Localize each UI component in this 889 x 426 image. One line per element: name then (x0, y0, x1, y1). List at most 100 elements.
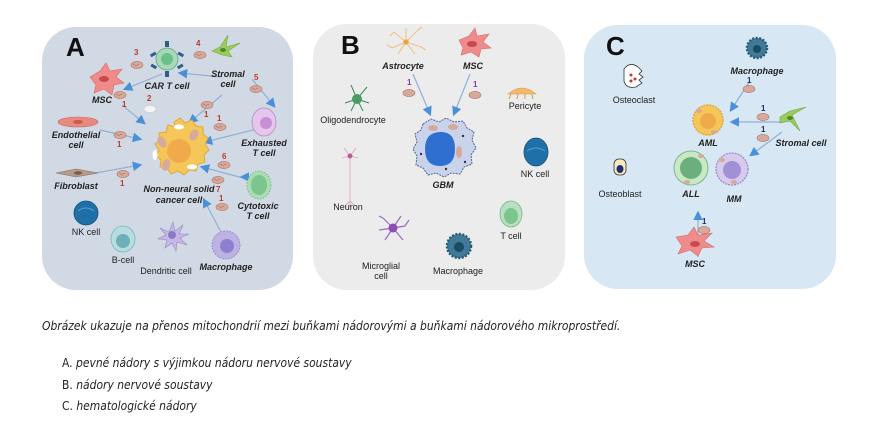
label-macrophage: Macrophage (433, 266, 483, 276)
label-stromal-line1: Stromal (211, 69, 245, 79)
gbm-cell-icon (412, 117, 477, 178)
label-osteoblast: Osteoblast (598, 189, 642, 199)
label-fibroblast: Fibroblast (54, 181, 99, 191)
label-astrocyte: Astrocyte (381, 61, 424, 71)
figure-caption: Obrázek ukazuje na přenos mitochondrií m… (42, 318, 621, 333)
legend-text: hematologické nádory (76, 398, 197, 413)
cancer-cell-icon (152, 117, 210, 176)
microglial-cell-icon (378, 215, 410, 241)
label-osteoclast: Osteoclast (613, 95, 656, 105)
mitochondria-markers: 3 4 5 2 1 1 1 1 1 6 7 1 (113, 39, 263, 211)
cytotoxic-t-cell-icon (246, 170, 272, 200)
legend-item-c: C. hematologické nádory (62, 395, 352, 417)
macrophage-icon (445, 232, 473, 260)
label-msc: MSC (463, 61, 484, 71)
panel-label: B (341, 30, 360, 60)
label-microglial-line2: cell (374, 271, 388, 281)
aml-cell-icon (692, 104, 724, 136)
label-dendritic-cell: Dendritic cell (140, 266, 192, 276)
label-exhausted-line2: T cell (252, 148, 276, 158)
endothelial-cell-icon (57, 116, 99, 128)
panel-label: C (606, 31, 625, 61)
stromal-cell-icon (211, 34, 241, 58)
label-msc: MSC (92, 95, 113, 105)
panel-a-solid-tumors: A 3 4 5 2 1 1 1 1 1 6 7 1 (42, 27, 293, 290)
osteoblast-icon (613, 158, 627, 176)
stromal-cell-icon (779, 106, 807, 132)
mitochondria-markers: 1 1 (402, 78, 482, 99)
msc-icon (675, 226, 715, 257)
nk-cell-icon (73, 200, 99, 226)
transfer-arrows (412, 73, 471, 117)
macrophage-icon (745, 36, 769, 60)
legend-item-b: B. nádory nervové soustavy (62, 374, 352, 396)
label-gbm: GBM (433, 180, 455, 190)
t-cell-icon (499, 200, 523, 228)
pericyte-icon (507, 87, 537, 100)
label-stromal-line2: cell (220, 79, 236, 89)
svg-text:1: 1 (747, 76, 752, 85)
label-oligodendrocyte: Oligodendrocyte (320, 115, 386, 125)
msc-icon (89, 62, 125, 96)
panel-label: A (66, 32, 85, 62)
nk-cell-icon (523, 137, 549, 167)
panel-b-nervous-system-tumors: B Astrocyte MSC 1 1 GBM Oligodendrocyte (313, 24, 565, 290)
label-all: ALL (681, 189, 700, 199)
legend-letter: B. (62, 376, 73, 392)
exhausted-t-cell-icon (251, 107, 277, 137)
label-neuron: Neuron (333, 202, 363, 212)
svg-text:1: 1 (122, 100, 127, 109)
b-cell-icon (110, 225, 136, 253)
legend-letter: C. (62, 398, 73, 413)
svg-text:2: 2 (147, 94, 152, 103)
legend-letter: A. (62, 355, 73, 370)
label-mm: MM (727, 194, 742, 204)
svg-text:1: 1 (702, 217, 707, 226)
label-nk-cell: NK cell (521, 169, 550, 179)
svg-text:1: 1 (117, 140, 122, 149)
label-endothelial-line1: Endothelial (52, 130, 101, 140)
label-msc: MSC (685, 259, 706, 269)
mitochondria-markers: 1 1 1 1 (697, 76, 770, 234)
svg-text:5: 5 (254, 73, 259, 82)
label-stromal-cell: Stromal cell (775, 138, 827, 148)
svg-text:6: 6 (222, 152, 227, 161)
svg-text:1: 1 (761, 125, 766, 134)
svg-text:1: 1 (120, 179, 125, 188)
astrocyte-icon (386, 26, 427, 55)
dendritic-cell-icon (156, 220, 190, 253)
cut-off-header-text (40, 0, 43, 5)
label-t-cell: T cell (500, 231, 521, 241)
svg-text:1: 1 (761, 104, 766, 113)
label-endothelial-line2: cell (68, 140, 84, 150)
svg-text:1: 1 (219, 194, 224, 203)
label-b-cell: B-cell (112, 255, 135, 265)
label-macrophage: Macrophage (730, 66, 783, 76)
car-t-cell-icon (149, 41, 185, 77)
svg-text:3: 3 (134, 48, 139, 57)
label-cancer-cell-line2: cancer cell (156, 195, 203, 205)
neuron-icon (341, 147, 359, 207)
msc-icon (458, 27, 492, 58)
legend-text: pevné nádory s výjimkou nádoru nervové s… (76, 355, 352, 370)
label-cytotoxic-line1: Cytotoxic (237, 201, 278, 211)
oligodendrocyte-icon (344, 84, 370, 112)
osteoclast-icon (623, 64, 644, 88)
svg-text:4: 4 (196, 39, 201, 48)
fibroblast-icon (55, 168, 99, 178)
macrophage-icon (211, 230, 241, 260)
label-aml: AML (697, 138, 718, 148)
label-cytotoxic-line2: T cell (246, 211, 270, 221)
label-nk-cell: NK cell (72, 227, 101, 237)
label-microglial-line1: Microglial (362, 261, 400, 271)
all-cell-icon (673, 150, 709, 186)
panel-legend-list: A. pevné nádory s výjimkou nádoru nervov… (62, 352, 352, 417)
panel-c-hematologic-tumors: C Osteoclast Macrophage 1 1 1 1 AML Stro… (584, 25, 836, 289)
svg-text:1: 1 (473, 80, 478, 89)
legend-text: nádory nervové soustavy (76, 376, 213, 392)
label-exhausted-line1: Exhausted (241, 138, 287, 148)
label-cancer-cell-line1: Non-neural solid (143, 184, 215, 194)
svg-text:7: 7 (216, 185, 221, 194)
mm-cell-icon (715, 152, 749, 186)
svg-text:1: 1 (204, 110, 209, 119)
